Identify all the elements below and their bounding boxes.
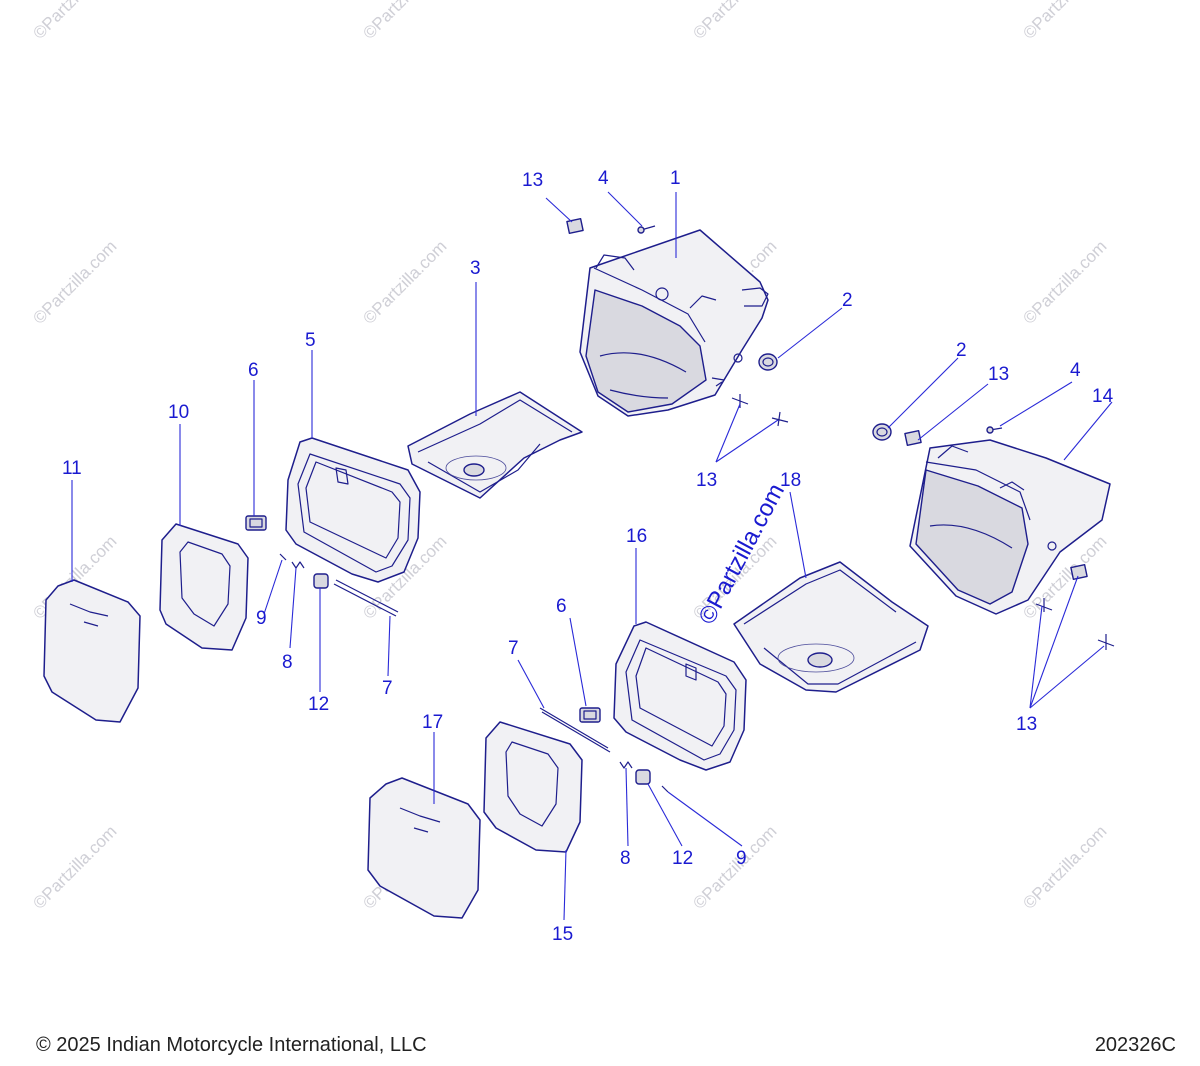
part-13-clip-right-a [1070,563,1088,581]
callout-2: 2 [842,290,853,311]
callout-12: 12 [672,848,693,869]
callout-7: 7 [508,638,519,659]
callout-6: 6 [248,360,259,381]
callout-labels: 1 2 2 3 4 4 5 6 6 7 7 8 8 9 9 10 11 12 1… [62,168,1114,945]
callout-15: 15 [552,924,573,945]
callout-13: 13 [1016,714,1037,735]
part-1-left-housing [579,229,769,417]
callout-9: 9 [256,608,267,629]
part-4-screw-right [986,426,1003,434]
callout-9: 9 [736,848,747,869]
copyright-text: © 2025 Indian Motorcycle International, … [36,1034,427,1056]
callout-8: 8 [620,848,631,869]
part-7-rod-left [333,579,399,617]
watermark: ©Partzilla.com [29,0,120,43]
callout-8: 8 [282,652,293,673]
part-14-right-housing [909,439,1111,615]
part-10-left-panel [159,523,249,651]
part-13-clip-right-b [1035,598,1053,612]
callout-11: 11 [62,458,82,479]
part-13-clip-mid-b [771,411,789,427]
callout-14: 14 [1092,386,1114,407]
callout-7: 7 [382,678,393,699]
part-13-clip-right-top [904,429,922,447]
part-2-grommet-left [758,353,778,371]
callout-10: 10 [168,402,189,423]
part-11-left-cover [43,579,141,723]
diagram-code: 202326C [1094,1034,1176,1056]
part-6-latch-left [245,515,267,531]
part-13-clip-right-c [1097,634,1115,650]
callout-6: 6 [556,596,567,617]
watermark: ©Partzilla.com [1019,822,1110,913]
callout-4: 4 [598,168,609,189]
part-15-center-panel [483,721,583,853]
callout-2: 2 [956,340,967,361]
callout-13: 13 [696,470,717,491]
callout-1: 1 [670,168,681,189]
part-6-latch-center [579,707,601,723]
callout-13: 13 [522,170,543,191]
part-3-left-liner [407,391,583,499]
part-8-spring-left [291,561,305,569]
watermark: ©Partzilla.com [1019,0,1110,43]
watermark: ©Partzilla.com [359,0,450,43]
callout-13: 13 [988,364,1009,385]
watermark: ©Partzilla.com [1019,237,1110,328]
part-12-bushing-center [635,769,651,785]
watermark: ©Partzilla.com [689,0,780,43]
callout-3: 3 [470,258,481,279]
watermark: ©Partzilla.com [29,822,120,913]
leader-lines [71,191,1113,921]
part-12-bushing-left [313,573,329,589]
part-9-pin-left [279,553,287,561]
watermark: ©Partzilla.com [689,822,780,913]
part-17-center-cover [367,777,481,919]
part-13-clip-mid-a [731,394,749,408]
part-8-spring-center [619,761,633,769]
part-2-grommet-right [872,423,892,441]
part-16-center-frame [613,621,747,771]
part-13-clip-top [566,217,584,235]
part-18-right-liner [733,561,929,693]
part-4-screw-left [637,225,656,234]
watermark: ©Partzilla.com [359,237,450,328]
callout-18: 18 [780,470,801,491]
callout-16: 16 [626,526,647,547]
callout-4: 4 [1070,360,1081,381]
part-9-pin-center [661,785,669,793]
callout-12: 12 [308,694,329,715]
part-7-rod-center [539,707,611,753]
callout-5: 5 [305,330,316,351]
callout-17: 17 [422,712,443,733]
watermark: ©Partzilla.com [29,237,120,328]
part-5-left-frame [285,437,421,583]
